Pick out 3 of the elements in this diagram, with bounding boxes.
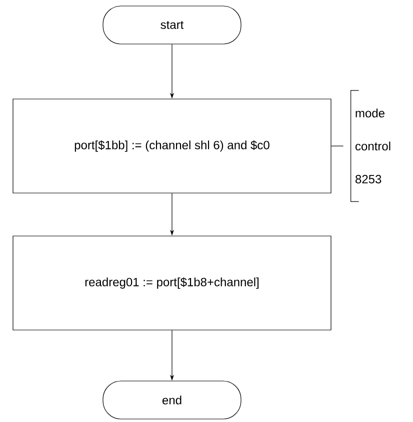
annotation-bracket: mode control 8253 (350, 90, 390, 202)
process-box: port[$1bb] := (channel shl 6) and $c0 (12, 98, 332, 194)
process-box: readreg01 := port[$1b8+channel] (12, 236, 332, 330)
